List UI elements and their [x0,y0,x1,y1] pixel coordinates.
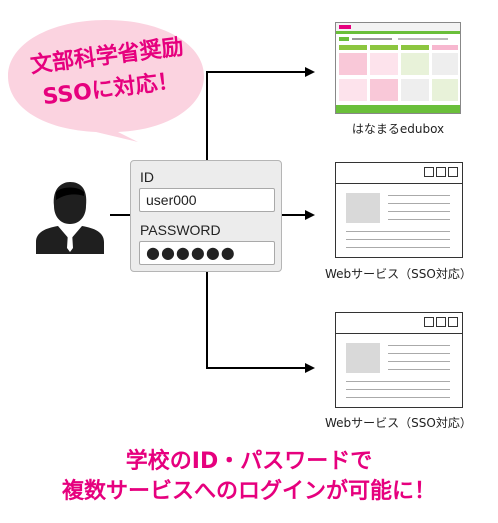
image-placeholder [346,343,380,373]
maximize-icon [436,317,446,327]
maximize-icon [436,167,446,177]
id-field[interactable]: user000 [139,188,275,212]
window-titlebar [336,313,462,334]
close-icon [448,317,458,327]
image-placeholder [346,193,380,223]
edubox-screenshot [335,22,461,114]
minimize-icon [424,317,434,327]
password-label: PASSWORD [140,222,221,238]
minimize-icon [424,167,434,177]
password-value: ●●●●●● [146,243,236,262]
arrow-to-edubox [206,67,315,160]
password-field[interactable]: ●●●●●● [139,241,275,265]
user-icon [36,182,104,254]
web-service-window-2 [335,312,463,408]
id-label: ID [140,169,154,185]
footer-line-2: 複数サービスへのログインが可能に！ [61,479,436,504]
footer-line-1: 学校のID・パスワードで [125,449,373,474]
web-service-2-caption: Webサービス（SSO対応） [325,416,472,430]
id-value: user000 [146,192,197,208]
footer-headline: 学校のID・パスワードで 複数サービスへのログインが可能に！ [0,447,498,507]
login-form: ID user000 PASSWORD ●●●●●● [130,160,282,272]
web-service-1-caption: Webサービス（SSO対応） [325,267,472,281]
web-service-window-1 [335,162,463,258]
window-titlebar [336,163,462,184]
close-icon [448,167,458,177]
speech-bubble [8,20,204,142]
arrow-to-web-service-2 [206,272,315,373]
edubox-caption: はなまるedubox [351,122,445,136]
